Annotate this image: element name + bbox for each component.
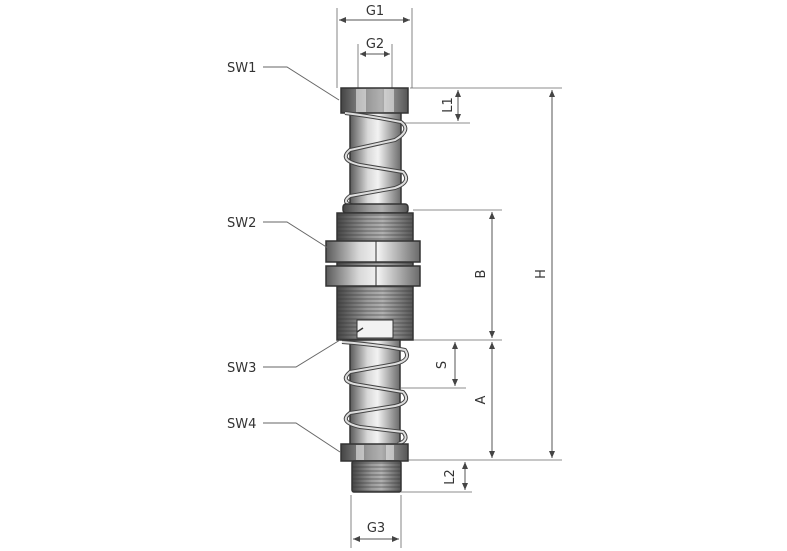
dimension-h: H <box>534 90 555 458</box>
label-sw2: SW2 <box>227 216 256 231</box>
label-a: A <box>474 395 489 404</box>
label-g3: G3 <box>367 521 385 536</box>
label-g1: G1 <box>366 4 384 19</box>
label-sw1: SW1 <box>227 61 256 76</box>
label-sw4: SW4 <box>227 417 256 432</box>
dimension-g1: G1 <box>336 4 413 88</box>
plunger-body <box>325 87 421 493</box>
dimension-l2: L2 <box>443 462 468 490</box>
dimension-g3: G3 <box>353 521 399 542</box>
dimension-s: S <box>435 342 458 386</box>
label-l2: L2 <box>443 469 458 485</box>
label-s: S <box>435 361 450 369</box>
callout-sw2: SW2 <box>227 216 329 249</box>
callout-sw4: SW4 <box>227 417 341 453</box>
extension-lines <box>350 87 562 548</box>
dimension-g2: G2 <box>357 37 393 90</box>
label-h: H <box>534 269 549 279</box>
callout-sw3: SW3 <box>227 339 341 376</box>
callout-sw1: SW1 <box>227 61 340 101</box>
dimension-b: B <box>474 212 495 338</box>
label-b: B <box>474 270 489 279</box>
label-sw3: SW3 <box>227 361 256 376</box>
dimension-l1: L1 <box>441 90 461 121</box>
dimension-a: A <box>474 342 495 458</box>
label-g2: G2 <box>366 37 384 52</box>
label-l1: L1 <box>441 97 456 113</box>
